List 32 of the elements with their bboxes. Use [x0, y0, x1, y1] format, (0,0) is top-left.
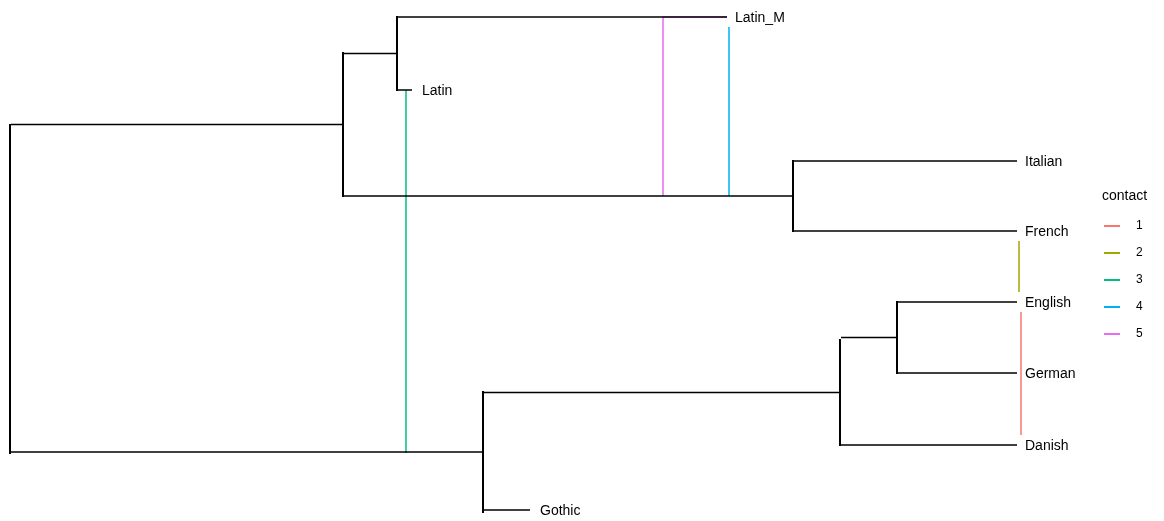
legend-label: 3 — [1136, 272, 1143, 286]
tree-branch — [840, 336, 897, 339]
legend-label: 5 — [1136, 326, 1143, 340]
contact-line — [1020, 311, 1022, 436]
legend-label: 2 — [1136, 245, 1143, 259]
taxon-label: English — [1017, 292, 1071, 312]
taxon-label: Latin_M — [727, 7, 785, 27]
tree-branch — [397, 89, 413, 91]
tree-branch — [897, 301, 1018, 303]
legend-label: 4 — [1136, 299, 1143, 313]
taxon-label: German — [1017, 363, 1076, 383]
tree-branch — [793, 230, 1018, 232]
tree-branch — [10, 451, 483, 453]
taxon-label: French — [1017, 221, 1069, 241]
tree-branch — [483, 509, 531, 511]
tree-branch — [793, 160, 1018, 162]
taxon-label: Danish — [1017, 435, 1069, 455]
tree-branch — [10, 123, 343, 126]
taxon-label: Gothic — [530, 500, 581, 520]
tree-branch — [840, 444, 1018, 446]
contact-line — [405, 89, 407, 454]
contact-line — [728, 26, 730, 197]
legend-label: 1 — [1136, 218, 1143, 232]
taxon-label: Italian — [1017, 151, 1063, 171]
tree-branch — [343, 52, 397, 55]
legend-title: contact — [1102, 187, 1148, 203]
tree-branch — [897, 372, 1018, 374]
tree-branch — [397, 16, 728, 18]
tree-branch — [483, 391, 840, 394]
contact-line — [1018, 240, 1020, 293]
taxon-label: Latin — [412, 80, 453, 100]
tree-branch — [343, 195, 793, 197]
